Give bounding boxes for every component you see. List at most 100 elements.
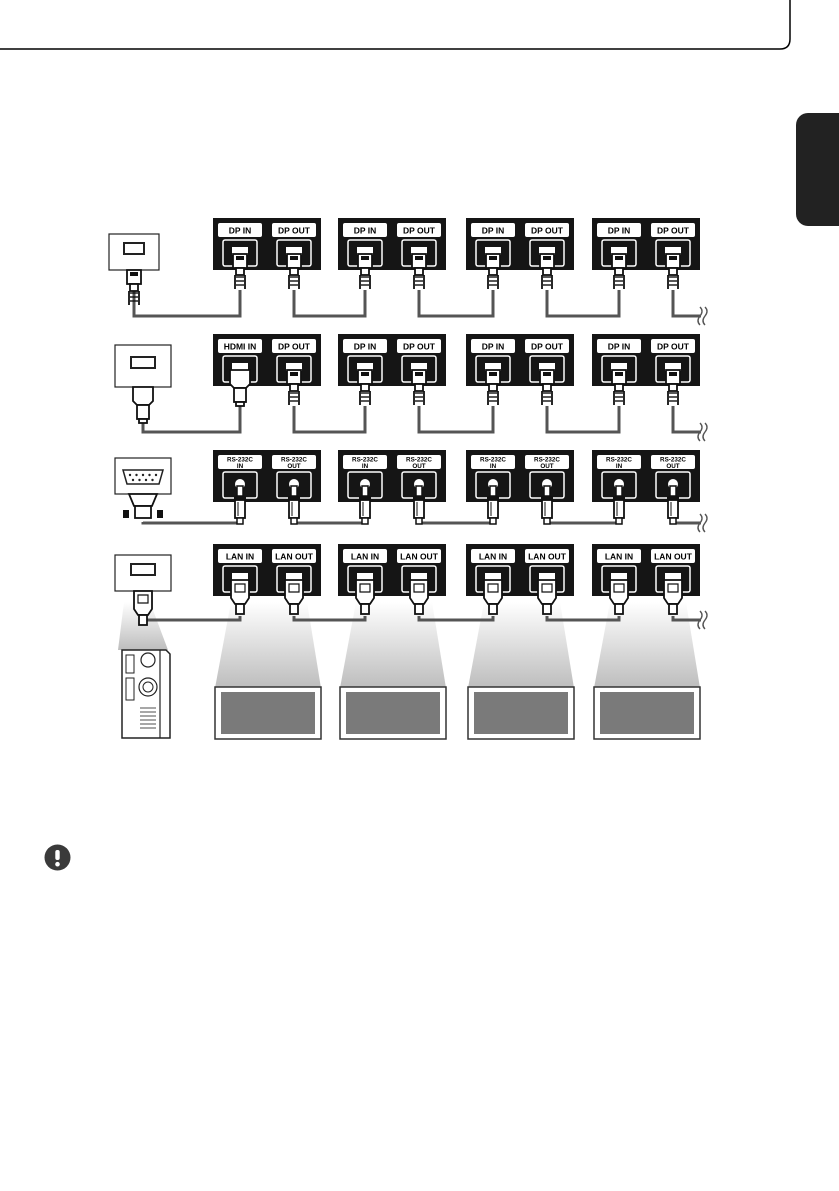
port-label: IN <box>490 463 497 470</box>
panel-rs232c-1: RS-232CINRS-232COUT <box>213 450 321 502</box>
port-label: LAN IN <box>479 551 507 561</box>
cable <box>419 290 493 316</box>
beam-display-1 <box>215 602 321 688</box>
cable-plug <box>612 254 626 289</box>
port-label: LAN OUT <box>275 551 314 561</box>
display-monitor-2 <box>340 687 446 739</box>
source-plug <box>133 387 153 423</box>
cable <box>143 522 240 523</box>
cable-plug <box>666 254 680 289</box>
language-tab[interactable] <box>796 113 839 226</box>
panel-displayport-1: DP IN DP OUT <box>213 218 321 270</box>
beam-display-3 <box>468 602 574 688</box>
port-label: DP OUT <box>657 225 690 235</box>
cable-plug <box>412 370 426 405</box>
cable <box>294 290 365 316</box>
cable <box>134 290 240 316</box>
port-label: OUT <box>287 463 300 470</box>
exclamation-circle-icon <box>44 844 71 871</box>
panel-lan-2: LAN INLAN OUT <box>338 544 446 596</box>
source-displayport <box>109 234 159 270</box>
cable-plug <box>287 254 301 289</box>
port-label: LAN IN <box>226 551 254 561</box>
panel-lan-3: LAN IN LAN OUT <box>466 544 574 596</box>
port-label: IN <box>362 463 369 470</box>
cable-plug <box>358 254 372 289</box>
port-label: LAN OUT <box>654 551 693 561</box>
port-icon <box>131 564 155 575</box>
port-label: DP OUT <box>657 341 690 351</box>
panel-hdmi-4: DP IN DP OUT <box>592 334 700 386</box>
daisy-chain-diagram: DP IN DP OUT DP IN DP OUT DP IN DP OUT DP IN DP… <box>100 210 720 750</box>
cable-plug <box>233 254 247 289</box>
port-label: OUT <box>540 463 553 470</box>
monitor-screen <box>221 692 315 734</box>
port-label: DP IN <box>608 341 631 351</box>
port-label: DP IN <box>354 341 377 351</box>
cable <box>547 522 619 523</box>
port-icon <box>131 357 155 368</box>
db9-port-icon <box>123 470 163 484</box>
cable <box>143 616 240 620</box>
port-label: DP IN <box>354 225 377 235</box>
port-icon <box>124 243 144 254</box>
port-label: DP IN <box>482 341 505 351</box>
crop-mark <box>0 0 839 60</box>
cable <box>419 522 493 523</box>
panel-rs232c-4: RS-232CINRS-232COUT <box>592 450 700 502</box>
monitor-screen <box>600 692 694 734</box>
port-label: DP IN <box>608 225 631 235</box>
cable-plug <box>666 370 680 405</box>
port-label: OUT <box>412 463 425 470</box>
cable-plug <box>540 254 554 289</box>
port-label: DP OUT <box>278 341 311 351</box>
beam-layer <box>118 602 700 688</box>
cable <box>547 290 619 316</box>
cable-plug <box>287 370 301 405</box>
cable-plug <box>412 254 426 289</box>
cable-continue <box>673 290 701 316</box>
panel-displayport-2: DP IN DP OUT <box>338 218 446 270</box>
cable <box>143 406 240 432</box>
cable <box>547 406 619 432</box>
cable-plug <box>358 370 372 405</box>
display-monitor-1 <box>215 687 321 739</box>
port-label: DP OUT <box>403 341 436 351</box>
monitor-screen <box>474 692 568 734</box>
port-label: LAN OUT <box>528 551 567 561</box>
cable-continue <box>673 406 701 432</box>
port-label: LAN IN <box>351 551 379 561</box>
port-label: DP OUT <box>531 341 564 351</box>
cable-plug <box>540 370 554 405</box>
continue-mark <box>698 514 707 532</box>
port-label: DP OUT <box>403 225 436 235</box>
port-label: OUT <box>666 463 679 470</box>
beam-display-4 <box>594 602 700 688</box>
display-monitor-3 <box>468 687 574 739</box>
cable <box>294 406 365 432</box>
pc-tower-icon <box>122 650 170 738</box>
cable <box>419 406 493 432</box>
cable-plug <box>486 370 500 405</box>
panel-hdmi-3: DP IN DP OUT <box>466 334 574 386</box>
port-label: HDMI IN <box>224 341 257 351</box>
cable-plug <box>486 254 500 289</box>
port-label: IN <box>237 463 244 470</box>
panel-layer: DP IN DP OUT DP IN DP OUT DP IN DP OUT DP IN DP… <box>213 218 700 596</box>
beam-display-2 <box>340 602 446 688</box>
continue-mark <box>698 423 707 441</box>
port-label: DP IN <box>229 225 252 235</box>
source-plug <box>123 494 163 518</box>
cable-plug <box>612 370 626 405</box>
panel-hdmi-2: DP IN DP OUT <box>338 334 446 386</box>
port-label: DP OUT <box>278 225 311 235</box>
cable-plug <box>230 370 250 406</box>
panel-displayport-4: DP IN DP OUT <box>592 218 700 270</box>
port-label: LAN IN <box>605 551 633 561</box>
port-label: IN <box>616 463 623 470</box>
source-rs232c <box>115 458 171 494</box>
source-lan <box>115 555 171 591</box>
cable <box>294 522 365 523</box>
